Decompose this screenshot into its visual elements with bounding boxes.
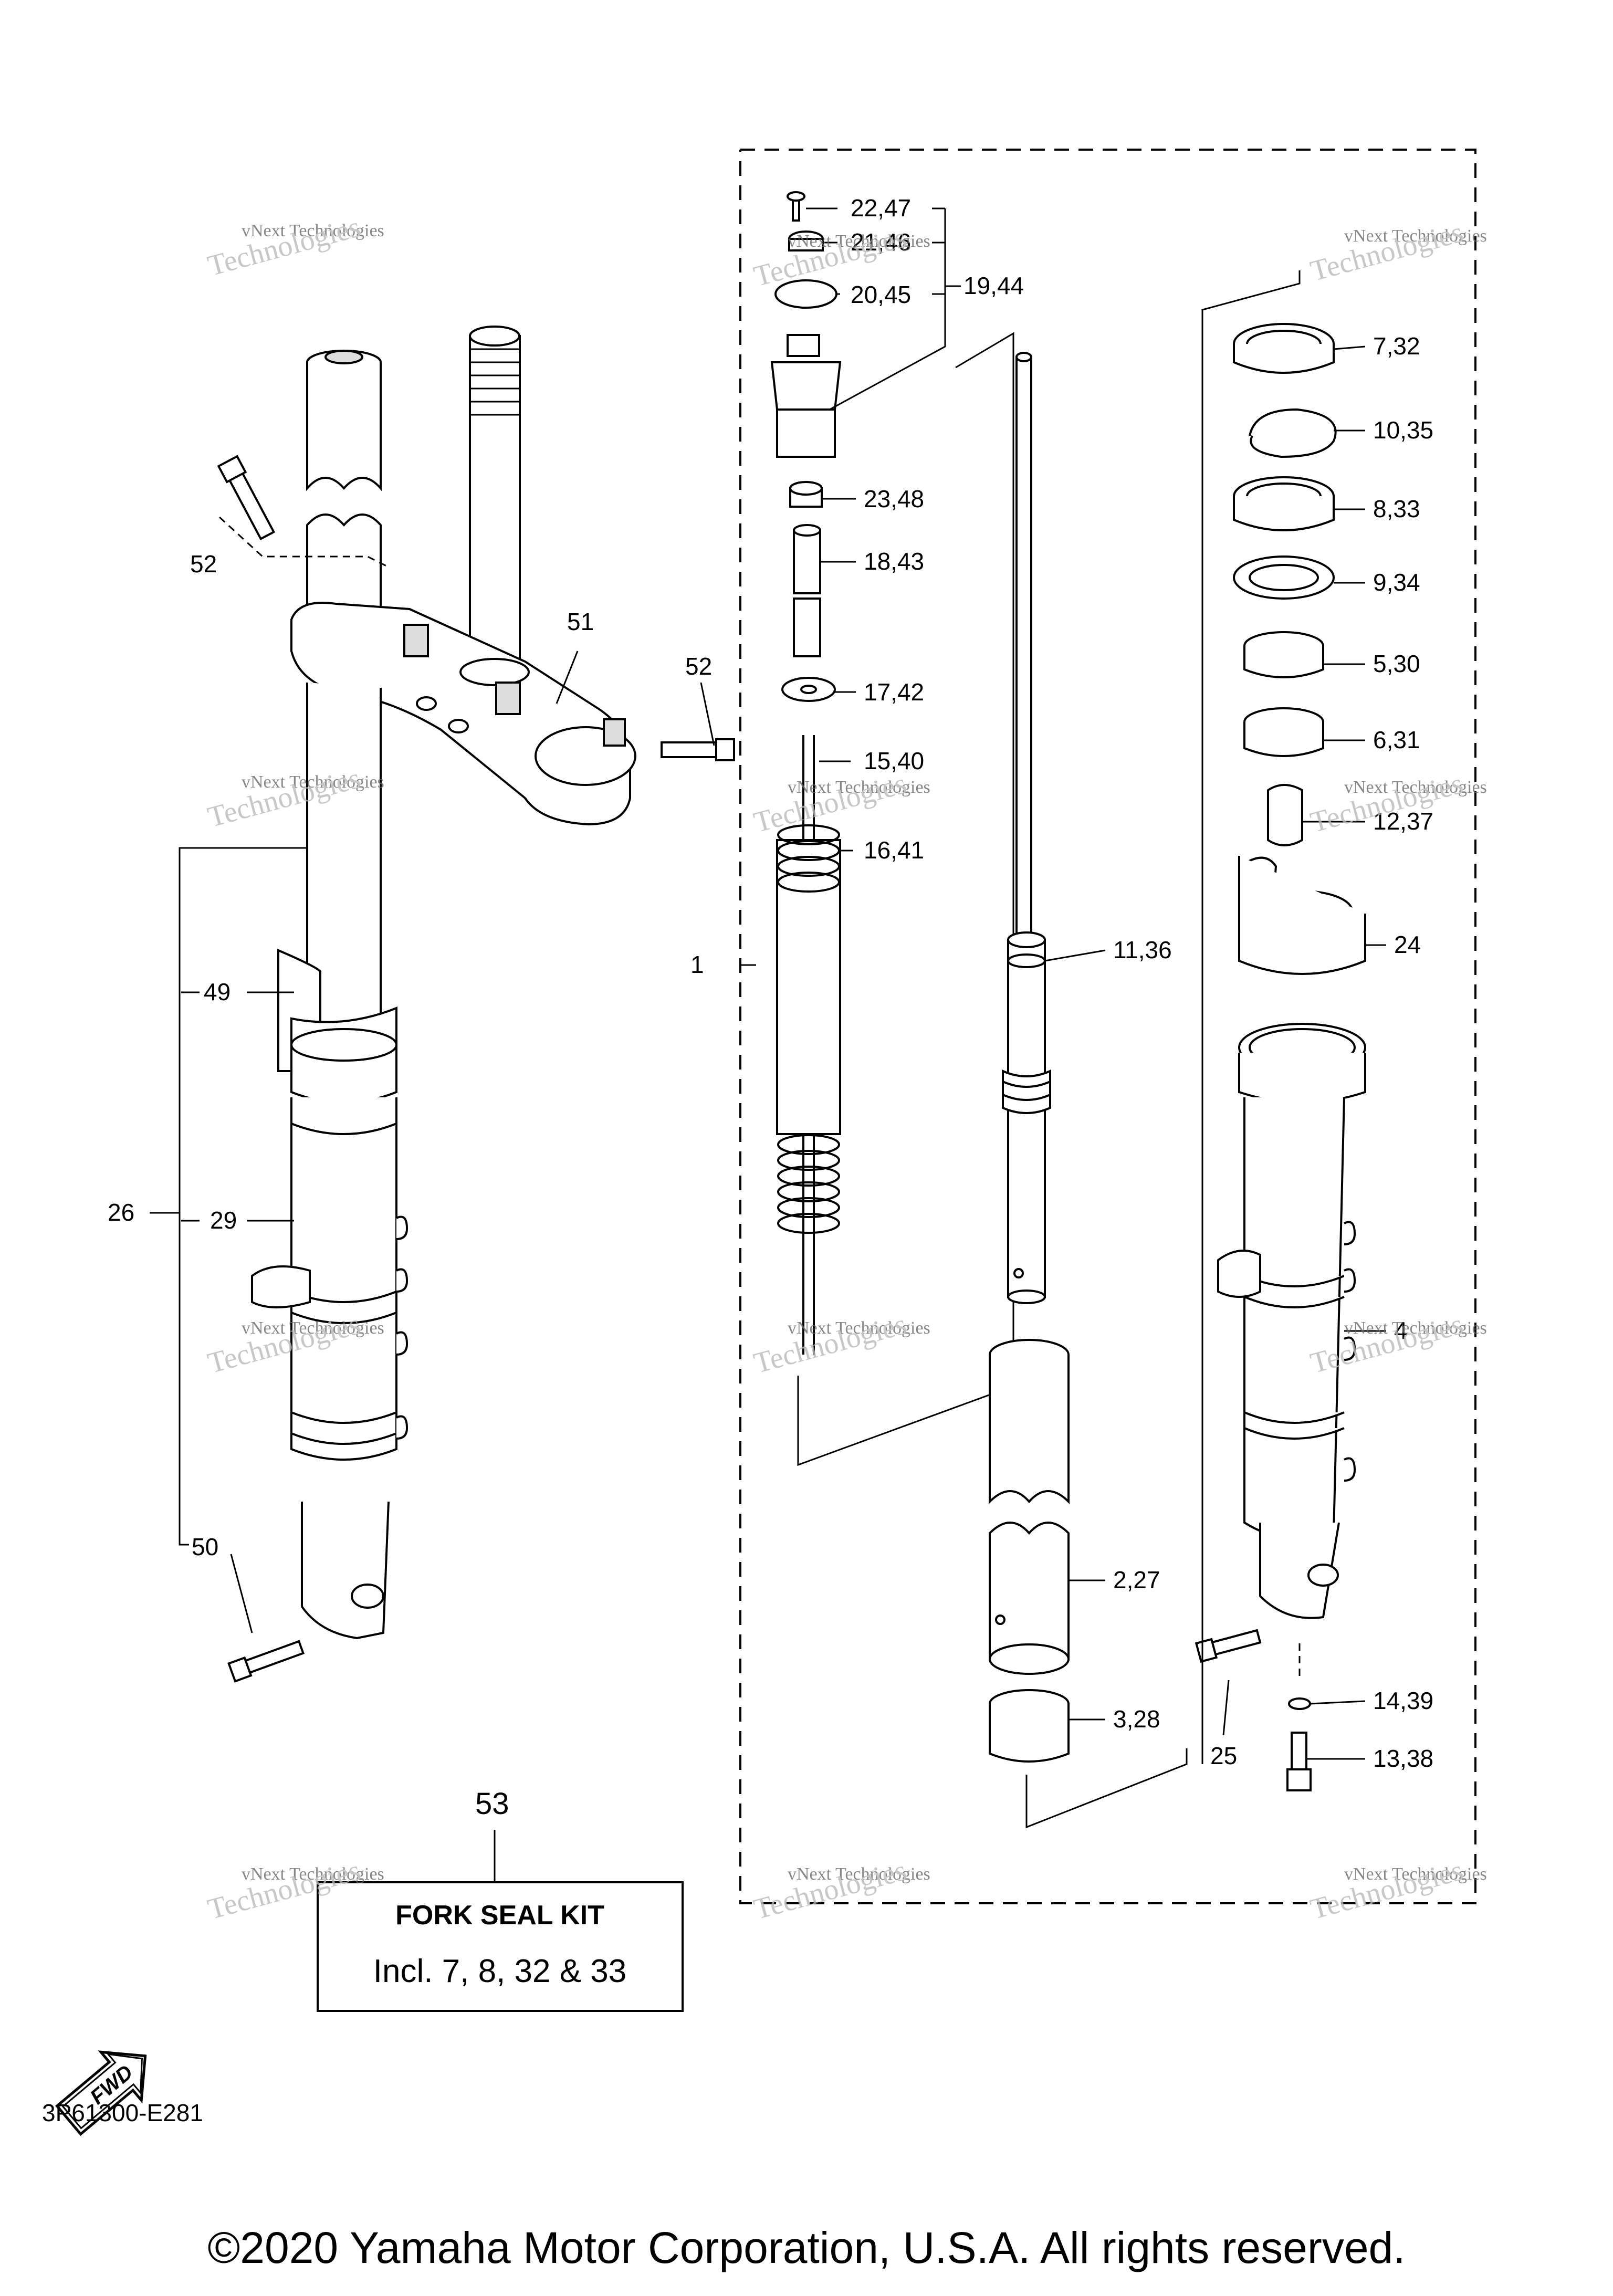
svg-text:vNext Technologies: vNext Technologies — [242, 221, 384, 240]
callout-18-43: 18,43 — [864, 548, 924, 575]
callout-20-45: 20,45 — [851, 281, 911, 308]
svg-text:vNext Technologies: vNext Technologies — [242, 1318, 384, 1338]
callout-13-38: 13,38 — [1373, 1745, 1433, 1772]
callout-12-37: 12,37 — [1373, 808, 1433, 835]
svg-text:vNext Technologies: vNext Technologies — [1344, 778, 1487, 797]
callout-26: 26 — [108, 1199, 134, 1226]
callout-17-42: 17,42 — [864, 678, 924, 706]
callout-labels: 22,47 21,46 20,45 19,44 23,48 18,43 17,4… — [108, 194, 1433, 1821]
callout-50: 50 — [192, 1533, 218, 1560]
fork-seal-kit-box: FORK SEAL KIT Incl. 7, 8, 32 & 33 — [317, 1830, 684, 2012]
left-fork-assembly — [217, 326, 735, 1683]
svg-text:vNext Technologies: vNext Technologies — [242, 772, 384, 792]
kit-subtitle: Incl. 7, 8, 32 & 33 — [373, 1953, 627, 1989]
svg-text:vNext Technologies: vNext Technologies — [242, 1864, 384, 1884]
callout-29: 29 — [210, 1207, 237, 1234]
right-parts — [1195, 323, 1366, 1791]
callout-25: 25 — [1210, 1742, 1237, 1769]
piston-rod-parts — [989, 352, 1070, 1763]
diagram-reference: 3P61300-E281 — [42, 2099, 203, 2126]
callout-9-34: 9,34 — [1373, 569, 1420, 596]
callout-10-35: 10,35 — [1373, 416, 1433, 444]
callout-7-32: 7,32 — [1373, 332, 1420, 360]
callout-4: 4 — [1394, 1317, 1408, 1344]
callout-15-40: 15,40 — [864, 747, 924, 774]
callout-53: 53 — [475, 1787, 509, 1821]
rod-leader-lines — [1025, 949, 1188, 1829]
callout-5-30: 5,30 — [1373, 650, 1420, 677]
callout-52-top: 52 — [190, 550, 217, 578]
svg-text:vNext Technologies: vNext Technologies — [1344, 226, 1487, 246]
right-leader-lines — [1201, 270, 1386, 1764]
copyright-notice: ©2020 Yamaha Motor Corporation, U.S.A. A… — [207, 2223, 1405, 2272]
callout-3-28: 3,28 — [1113, 1705, 1160, 1733]
callout-24: 24 — [1394, 931, 1421, 958]
callout-14-39: 14,39 — [1373, 1687, 1433, 1714]
dashed-group-outline — [739, 149, 1476, 1904]
callout-22-47: 22,47 — [851, 194, 911, 222]
callout-6-31: 6,31 — [1373, 726, 1420, 753]
callout-16-41: 16,41 — [864, 836, 924, 864]
svg-text:vNext Technologies: vNext Technologies — [788, 1864, 930, 1884]
callout-51: 51 — [567, 608, 594, 635]
svg-text:vNext Technologies: vNext Technologies — [788, 778, 930, 797]
svg-text:vNext Technologies: vNext Technologies — [1344, 1318, 1487, 1338]
callout-19-44: 19,44 — [963, 272, 1024, 299]
left-leader-lines — [150, 516, 715, 1633]
svg-text:vNext Technologies: vNext Technologies — [788, 232, 930, 251]
damper-parts — [770, 191, 842, 1355]
fwd-arrow-icon: FWD — [55, 2050, 147, 2136]
callout-2-27: 2,27 — [1113, 1566, 1160, 1593]
callout-49: 49 — [204, 978, 231, 1005]
svg-text:vNext Technologies: vNext Technologies — [1344, 1864, 1487, 1884]
callout-1: 1 — [690, 951, 704, 978]
callout-21-46: 21,46 — [851, 228, 911, 256]
callout-52-side: 52 — [685, 653, 712, 680]
callout-23-48: 23,48 — [864, 485, 924, 512]
svg-text:vNext Technologies: vNext Technologies — [788, 1318, 930, 1338]
callout-8-33: 8,33 — [1373, 495, 1420, 522]
kit-title: FORK SEAL KIT — [395, 1900, 604, 1931]
callout-11-36: 11,36 — [1113, 936, 1172, 963]
